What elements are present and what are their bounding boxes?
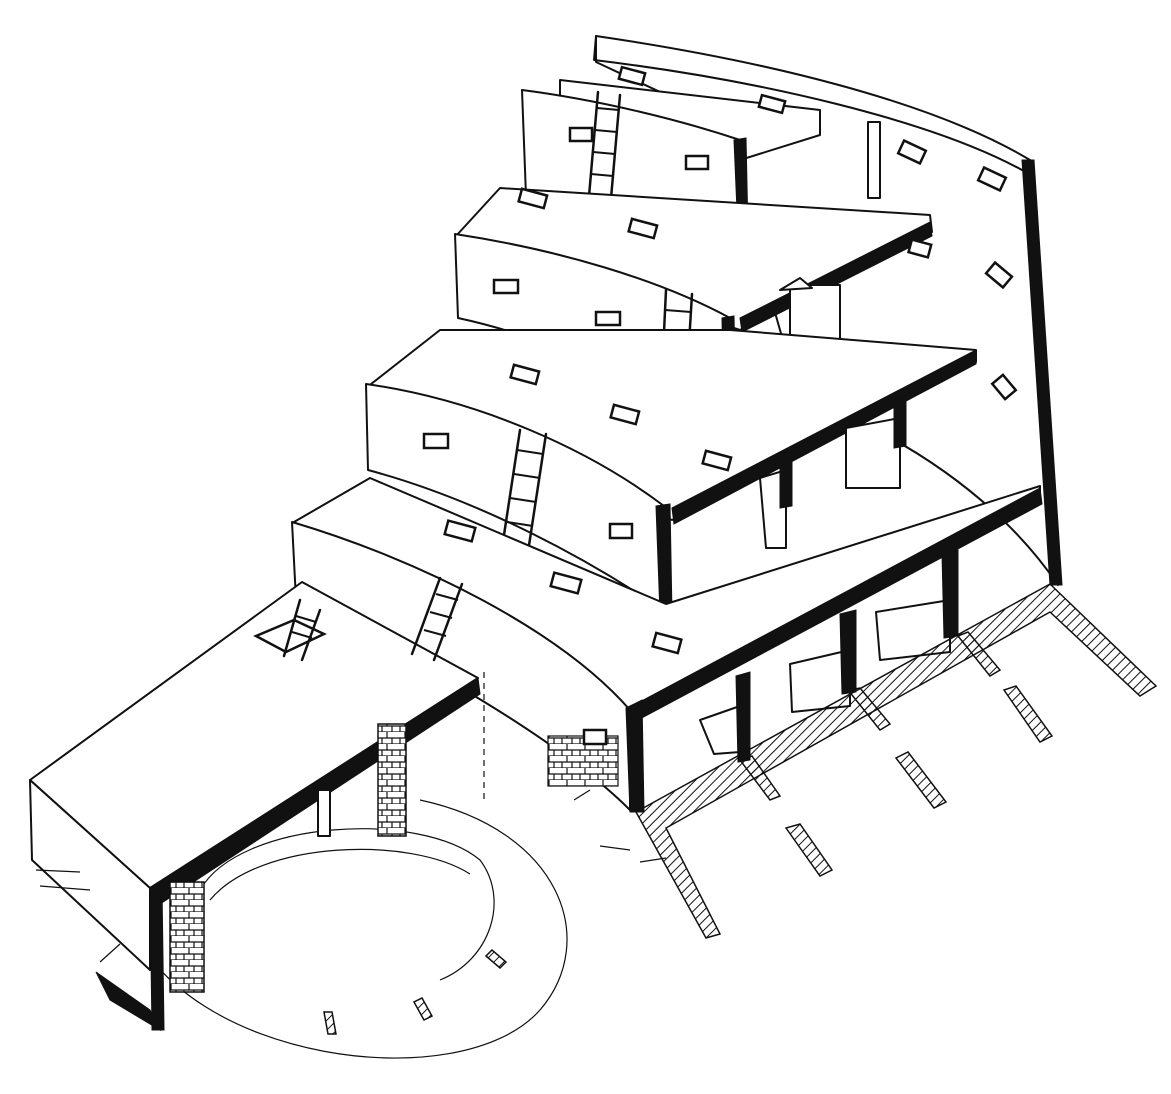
roof-hatch xyxy=(627,217,659,240)
wall-window xyxy=(422,432,450,450)
wall-window xyxy=(684,154,710,171)
wall-window xyxy=(608,522,634,540)
roof-hatch xyxy=(517,187,549,210)
back-wall-window xyxy=(976,165,1008,193)
roof-hatch xyxy=(757,93,787,115)
back-wall-window xyxy=(896,138,928,166)
back-wall-window xyxy=(990,373,1018,401)
roof-hatch xyxy=(609,403,641,426)
roof-hatch xyxy=(549,571,583,595)
ladder xyxy=(282,598,322,662)
wall-window xyxy=(568,126,594,143)
roof-hatch xyxy=(617,65,647,87)
terrace-level-2 xyxy=(291,477,1043,813)
foundation xyxy=(634,583,1158,939)
roof-hatch xyxy=(701,449,733,472)
ladder xyxy=(586,90,622,212)
wall-window xyxy=(582,728,608,746)
wall-window xyxy=(594,310,622,327)
roof-hatch xyxy=(906,238,933,259)
kiva xyxy=(129,672,568,1059)
back-wall-window xyxy=(984,260,1014,290)
roof-hatch xyxy=(443,519,477,543)
roof-hatch xyxy=(651,631,683,655)
ladder xyxy=(500,428,548,554)
front-roof-slab xyxy=(29,576,481,1032)
terrace-level-3 xyxy=(365,329,977,615)
wall-window xyxy=(492,278,520,295)
roof-hatch xyxy=(509,363,541,386)
ladder xyxy=(410,576,464,662)
ground-marks xyxy=(35,789,667,963)
